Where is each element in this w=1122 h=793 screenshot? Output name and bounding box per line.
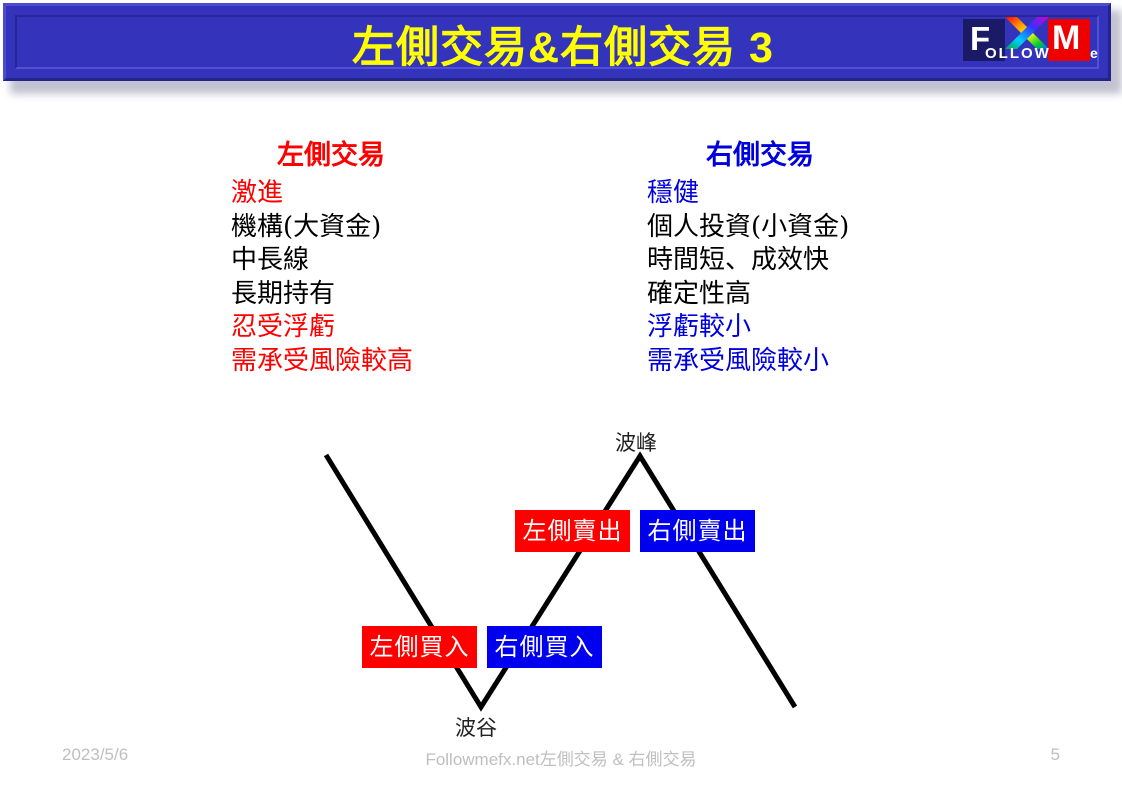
- footer-page-number: 5: [1050, 745, 1060, 764]
- title-bar-bevel: [15, 15, 1099, 69]
- logo-f-letter: F: [970, 20, 991, 57]
- list-item: 中長線: [231, 245, 310, 275]
- list-item: 需承受風險較小: [647, 345, 830, 376]
- right-sell-tag: 右側賣出: [640, 510, 755, 552]
- list-item: 長期持有: [231, 278, 336, 309]
- logo-m-block: M: [1048, 19, 1090, 61]
- trough-label: 波谷: [455, 716, 497, 740]
- left-sell-tag: 左側賣出: [515, 510, 630, 552]
- footer-date: 2023/5/6: [62, 745, 129, 764]
- list-item: 確定性高: [647, 278, 752, 309]
- logo-x-icon: [1003, 15, 1051, 53]
- list-item: 浮虧較小: [647, 312, 752, 342]
- right-column-list: 穩健 個人投資(小資金) 時間短、成效快 確定性高 浮虧較小 需承受風險較小: [647, 177, 849, 378]
- logo-e-letter: e: [1090, 45, 1098, 61]
- list-item: 需承受風險較高: [231, 345, 414, 376]
- peak-label: 波峰: [615, 431, 657, 455]
- list-item: 機構(大資金): [231, 211, 382, 242]
- logo-m-letter: M: [1052, 19, 1081, 57]
- footer-center-text: Followmefx.net左側交易 & 右側交易: [425, 750, 697, 769]
- list-item: 個人投資(小資金): [647, 211, 850, 242]
- zigzag-line: [323, 451, 798, 712]
- logo-ollow-text: OLLOW: [985, 45, 1051, 62]
- left-buy-tag: 左側買入: [362, 626, 477, 668]
- logo-f-block: F: [963, 19, 1005, 61]
- page-title: 左側交易&右側交易 3: [352, 24, 774, 72]
- right-column-header: 右側交易: [706, 140, 814, 170]
- followme-logo: F M OL: [963, 15, 1103, 67]
- list-item: 忍受浮虧: [231, 312, 336, 342]
- list-item: 激進: [231, 178, 284, 208]
- right-buy-tag: 右側買入: [487, 626, 602, 668]
- slide-footer: 2023/5/6 Followmefx.net左側交易 & 右側交易 5: [0, 745, 1122, 775]
- left-column-header: 左側交易: [277, 140, 385, 170]
- left-column-list: 激進 機構(大資金) 中長線 長期持有 忍受浮虧 需承受風險較高: [231, 177, 413, 378]
- list-item: 穩健: [647, 178, 700, 208]
- list-item: 時間短、成效快: [647, 245, 830, 275]
- title-bar: 左側交易&右側交易 3: [3, 3, 1111, 81]
